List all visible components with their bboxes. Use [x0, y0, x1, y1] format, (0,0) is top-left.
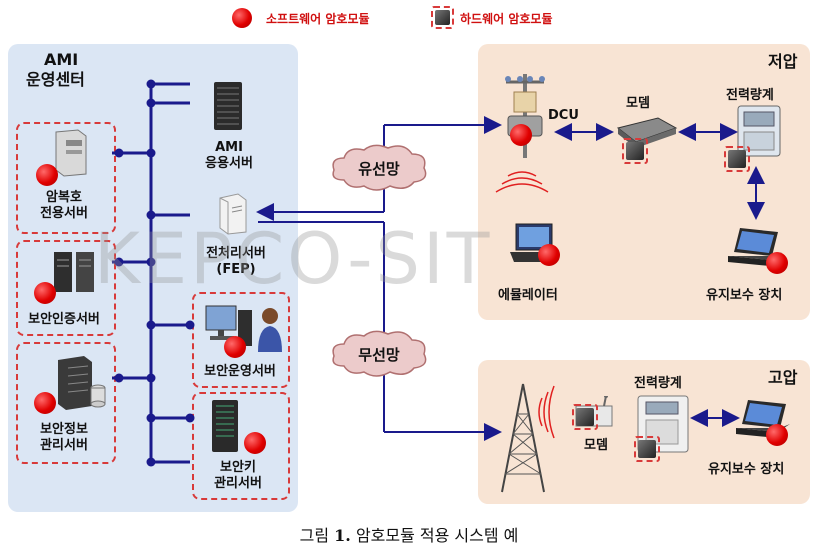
figure-caption: 그림 1. 암호모듈 적용 시스템 예	[0, 522, 818, 546]
key-server-icon	[212, 400, 238, 452]
sec-info-server-label-2: 관리서버	[40, 438, 88, 453]
fep-label-1: 전처리서버	[206, 246, 266, 261]
legend-software-label: 소프트웨어 암호모듈	[266, 12, 370, 26]
low-maintenance-sw-module	[766, 252, 788, 274]
high-modem-hw-module	[572, 404, 598, 430]
key-mgmt-server-box	[192, 392, 290, 500]
low-voltage-title: 저압	[768, 52, 798, 71]
ami-app-server-label-1: AMI	[215, 140, 243, 155]
key-server-sw-module	[244, 432, 266, 454]
watermark: KEPCO-SIT	[94, 218, 493, 300]
sec-info-server-label-1: 보안정보	[40, 422, 88, 437]
legend-hardware-label: 하드웨어 암호모듈	[460, 12, 553, 26]
high-modem-label: 모뎀	[584, 438, 608, 453]
wireless-network-cloud: 무선망	[326, 326, 432, 380]
wired-network-label: 유선망	[358, 160, 400, 178]
emulator-label: 에뮬레이터	[498, 288, 558, 303]
crypto-server-box	[16, 122, 116, 234]
high-meter-label: 전력량계	[634, 376, 682, 391]
low-meter-label: 전력량계	[726, 88, 774, 103]
crypto-server-label-2: 전용서버	[40, 206, 88, 221]
legend-software-ball	[232, 8, 252, 28]
wireless-network-label: 무선망	[358, 346, 400, 364]
sec-ops-server-sw-module	[224, 336, 246, 358]
low-modem-label: 모뎀	[626, 96, 650, 111]
cloud-icon	[332, 144, 427, 191]
caption-text: 암호모듈 적용 시스템 예	[355, 526, 519, 545]
low-maintenance-label: 유지보수 장치	[706, 288, 783, 303]
ami-app-server-label-2: 응용서버	[205, 156, 253, 171]
crypto-server-label-1: 암복호	[46, 190, 82, 205]
operator-workstation-icon	[205, 305, 282, 352]
auth-server-box	[16, 240, 116, 336]
cloud-icon	[332, 330, 427, 377]
high-voltage-title: 고압	[768, 368, 798, 387]
auth-server-label: 보안인증서버	[28, 312, 100, 327]
low-modem-hw-module	[622, 138, 648, 164]
sec-info-server-sw-module	[34, 392, 56, 414]
high-maintenance-sw-module	[766, 424, 788, 446]
maintenance-laptop-icon	[728, 228, 782, 266]
low-meter-hw-module	[724, 146, 750, 172]
storage-server-icon	[58, 356, 106, 410]
emulator-sw-module	[538, 244, 560, 266]
fep-server-icon	[219, 193, 247, 235]
tower-server-icon	[55, 129, 87, 177]
crypto-server-sw-module	[36, 164, 58, 186]
auth-server-sw-module	[34, 282, 56, 304]
power-meter-icon	[737, 105, 781, 157]
caption-prefix: 그림	[299, 526, 330, 545]
ami-center-title-1: AMI	[44, 50, 79, 69]
high-maintenance-label: 유지보수 장치	[708, 462, 785, 477]
sec-info-server-box	[16, 342, 116, 464]
dcu-sw-module	[510, 124, 532, 146]
high-meter-hw-module	[634, 436, 660, 462]
legend-hardware-chip	[431, 6, 454, 29]
wired-network-cloud: 유선망	[326, 140, 432, 194]
sec-ops-server-box	[192, 292, 290, 388]
dcu-pole-icon	[505, 74, 545, 158]
key-server-label-1: 보안키	[220, 460, 256, 475]
transmission-tower-icon	[501, 383, 545, 493]
ami-center-title-2: 운영센터	[26, 70, 85, 89]
dual-server-icon	[54, 252, 94, 292]
fep-label-2: (FEP)	[216, 262, 256, 277]
key-server-label-2: 관리서버	[214, 476, 262, 491]
dcu-label: DCU	[548, 108, 579, 123]
caption-number: 1.	[334, 526, 351, 545]
sec-ops-server-label: 보안운영서버	[204, 364, 276, 379]
rack-server-icon	[214, 82, 242, 130]
